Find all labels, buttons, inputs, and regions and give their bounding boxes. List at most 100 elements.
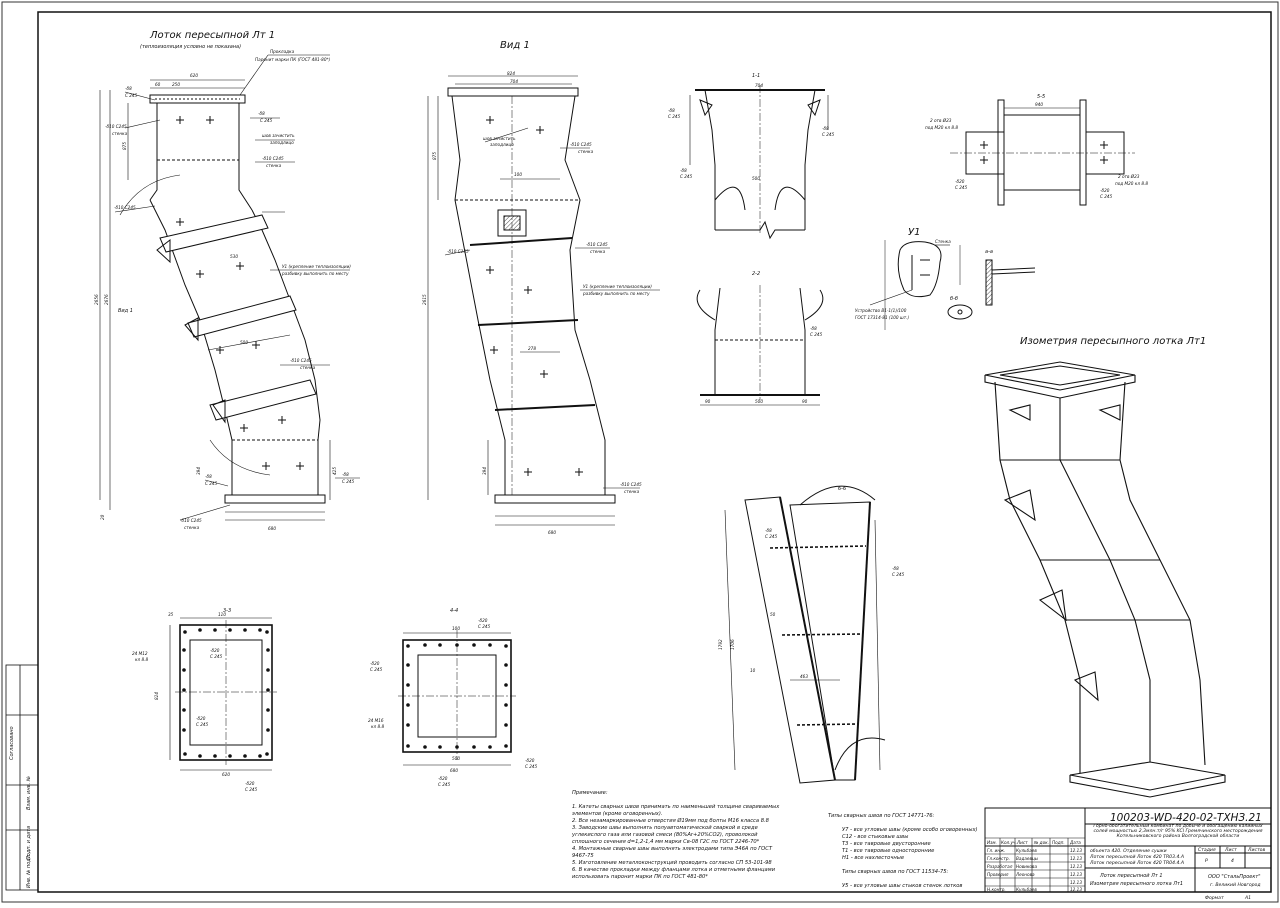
dim-704: 704	[510, 79, 518, 84]
tb-person: Новикова	[1016, 864, 1037, 869]
sec33-820b: -δ20	[196, 716, 206, 721]
v1-810-d: -δ10 С245	[620, 482, 642, 487]
tb-role: Гл.констр.	[987, 856, 1010, 861]
sec66-10: 10	[750, 668, 756, 673]
view1-title: Вид 1	[500, 40, 530, 51]
tb-person: Кульбаев	[1016, 887, 1037, 892]
sec55-c245: С 245	[955, 185, 968, 190]
callout-810-a: -δ10 С245	[105, 124, 127, 129]
sec55-m20-b: под М20 кл 8.8	[1115, 181, 1148, 186]
note-line: 6. В качестве прокладки между фланцами л…	[572, 867, 776, 873]
callout-88-e: -δ8	[205, 474, 212, 479]
note-line: 1. Катеты сварных швов принимать по наим…	[572, 804, 780, 810]
strip-replace-inv: Взам. инв. №	[26, 776, 32, 810]
tb-date: 12.13	[1070, 848, 1082, 853]
callout-wall-a: стенка	[112, 131, 128, 136]
callout-gasket-spec: Паронит марки ПК (ГОСТ 481-80*)	[255, 57, 331, 62]
sec22-500: 500	[755, 399, 763, 404]
sec-3-3-drawing	[169, 617, 277, 771]
sec55-m20: под М20 кл 8.8	[925, 125, 958, 130]
strip-agreed: Согласовано	[9, 726, 15, 760]
v1-weld: шов зачистить	[483, 136, 516, 141]
sec66-463: 463	[800, 674, 808, 679]
sec11-88c: -δ8	[680, 168, 687, 173]
sec-6-6-title: 6-6	[838, 486, 846, 492]
callout-88-b: -δ8	[258, 111, 265, 116]
callout-88-a: -δ8	[125, 86, 132, 91]
dim-20: 20	[100, 514, 105, 520]
tb-person: Кульбаев	[1016, 848, 1037, 853]
tb-person: Леонова	[1015, 872, 1035, 877]
note-line: углекислого газа или газовой смеси (80%A…	[571, 832, 758, 838]
callout-wall-b: стенка	[266, 163, 282, 168]
sec66-1706: 1706	[730, 639, 735, 650]
sec-a-a-title: а-а	[985, 249, 993, 255]
sec-5-5-title: 5-5	[1037, 94, 1045, 100]
view1-dims	[427, 75, 615, 526]
sec11-c245c: С 245	[680, 174, 693, 179]
callout-wall-g: стенка	[184, 525, 200, 530]
dim-425: 425	[332, 467, 337, 475]
v1-wall-c: стенка	[590, 249, 606, 254]
note-line: 2. Все незамаркированные отверстия Ø19мм…	[572, 817, 770, 824]
format-label: Формат	[1205, 895, 1224, 901]
sec-b-b-drawing	[947, 304, 973, 320]
dim-680b: 680	[548, 530, 556, 535]
main-view-chute	[149, 94, 326, 504]
view1-chute	[447, 87, 616, 504]
weld-types2-title: Типы сварных швов по ГОСТ 11534-75:	[842, 869, 949, 875]
note-line: элементов (кроме оговоренных).	[572, 811, 663, 817]
tb-person: Вадаевцы	[1016, 856, 1039, 861]
sec-4-4-title: 4-4	[450, 608, 458, 614]
sec66-88b: -δ8	[892, 566, 899, 571]
sec-3-3-title: 3-3	[223, 608, 231, 614]
drawing-name-1: Лоток пересыпной Лт 1	[1099, 873, 1163, 879]
sec33-824: 824	[154, 692, 159, 700]
v1-810-a: -δ10 С245	[570, 142, 592, 147]
dim-620: 620	[190, 73, 198, 78]
sec44-500: 500	[452, 756, 460, 761]
sheet-desc-2: Лоток пересыпной Лоток 420 TR04.4.А	[1089, 860, 1184, 866]
v1-flush: заподлицо	[490, 142, 514, 147]
sec22-c245: С 245	[810, 332, 823, 337]
dim-2676: 2676	[104, 294, 109, 305]
sec44-820a: -δ20	[478, 618, 488, 623]
main-view-dims	[99, 79, 331, 521]
dim-680: 680	[268, 526, 276, 531]
main-callouts	[114, 54, 360, 521]
notes-block: Примечание: 1. Катеты сварных швов прини…	[571, 790, 780, 880]
sec11-88b: -δ8	[822, 126, 829, 131]
tb-head: Кол.уч.	[1001, 840, 1017, 845]
sheet-desc-1: Лоток пересыпной Лоток 420 TR03.4.А	[1089, 854, 1184, 860]
v1-810-c: -δ10 С245	[586, 242, 608, 247]
callout-gasket: Прокладка	[270, 49, 295, 54]
sec55-holes-b: 2 отв Ø23	[1118, 174, 1140, 179]
stage-value: Р	[1205, 858, 1208, 864]
sec-2-2-title: 2-2	[752, 271, 760, 277]
dim-60: 60	[155, 82, 161, 87]
sec-5-5-crosses	[980, 141, 1108, 164]
sec66-88: -δ8	[765, 528, 772, 533]
sec66-1792: 1792	[718, 639, 723, 650]
dim-278: 278	[528, 346, 536, 351]
note-line: 9467-75	[572, 853, 594, 859]
sec-5-5-drawing	[950, 99, 1135, 206]
tb-date: 12.13	[1070, 872, 1082, 877]
sec-1-1-title: 1-1	[752, 73, 760, 79]
callout-c245-b: С 245	[260, 118, 273, 123]
title-block-head: Изм. Кол.уч. Лист № док. Подп. Дата	[987, 840, 1081, 845]
note-line: сплошного сечения d=1,2-1,4 мм марки Св-…	[572, 839, 760, 845]
sec44-820c: -δ20	[525, 758, 535, 763]
sec44-100: 100	[452, 626, 460, 631]
callout-wall-d: стенка	[300, 365, 316, 370]
project-description: Горно-обогатительный комбинат по добыче …	[1093, 824, 1263, 840]
callout-88-f: -δ8	[342, 472, 349, 477]
callout-810-d: -δ10 С245	[290, 358, 312, 363]
sec55-holes: 2 отв Ø23	[930, 118, 952, 123]
weld-type: У7 - все угловые швы (кроме особо оговор…	[842, 827, 978, 833]
sec44-cl88: кл 8.8	[371, 724, 385, 729]
u1-device-gost: ГОСТ 17314-81 (100 шт.)	[855, 315, 909, 320]
dim-824: 824	[507, 71, 515, 76]
